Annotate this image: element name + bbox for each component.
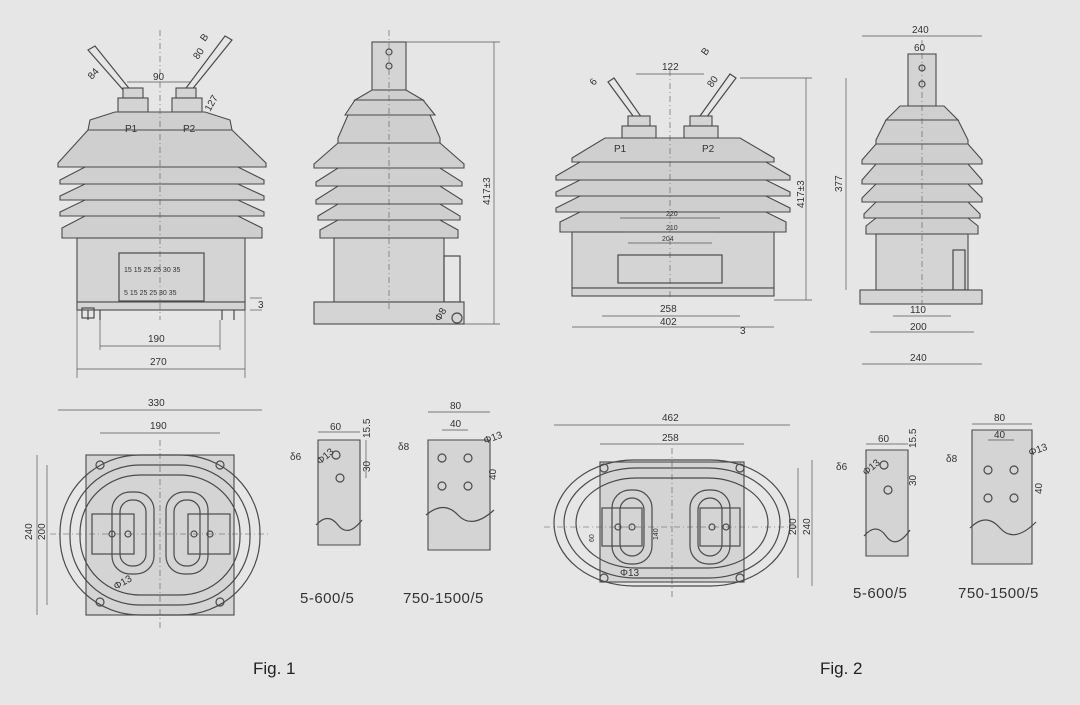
f2-dim-110: 110: [910, 305, 926, 316]
dim-3: 3: [258, 300, 264, 311]
f2-bar1-dim-60: 60: [878, 434, 890, 445]
f2-dim-200: 200: [910, 322, 927, 333]
panel-row-2: 5 15 25 25 30 35: [124, 290, 177, 297]
f2-dim-240-top: 240: [912, 25, 929, 36]
fig1-ratio-large: 750-1500/5: [403, 590, 484, 607]
fig2-bar-large: [969, 423, 1037, 565]
fig2-caption: Fig. 2: [820, 659, 863, 678]
f2-label-p2: P2: [702, 144, 715, 155]
fig2-bar-small: [863, 443, 911, 557]
fig2-ratio-small: 5-600/5: [853, 585, 908, 602]
dim-417: 417±3: [482, 177, 493, 205]
f2-dim-210: 210: [666, 225, 678, 232]
fig2-plan-view: [544, 424, 813, 600]
f2-dim-200-plan: 200: [788, 518, 799, 535]
f2-bar1-dim-d6: δ6: [836, 462, 848, 473]
f2-dim-122: 122: [662, 62, 679, 73]
f2-dim-60: 60: [914, 43, 926, 54]
dim-190: 190: [148, 334, 165, 345]
f2-label-p1: P1: [614, 144, 627, 155]
fig2-front-view: [555, 70, 812, 328]
f2-bar2-dim-40: 40: [994, 430, 1006, 441]
f2-dim-60-plan: 60: [589, 534, 596, 542]
bar1-dim-15-5: 15.5: [362, 418, 373, 438]
dim-200: 200: [37, 523, 48, 540]
bar2-dim-80: 80: [450, 401, 462, 412]
f2-bar1-dim-30: 30: [908, 474, 919, 486]
label-p1: P1: [125, 124, 138, 135]
f2-dim-417: 417±3: [796, 180, 807, 208]
bar2-dim-40b: 40: [488, 468, 499, 480]
fig1-side-view: [313, 30, 500, 325]
bar1-dim-60: 60: [330, 422, 342, 433]
f2-dim-240-bottom: 240: [910, 353, 927, 364]
fig1-ratio-small: 5-600/5: [300, 590, 355, 607]
bar2-dim-40: 40: [450, 419, 462, 430]
f2-dim-377: 377: [834, 175, 845, 192]
dim-80: 80: [191, 46, 207, 62]
dim-b: B: [198, 32, 211, 44]
dim-127: 127: [203, 93, 221, 113]
fig2-ratio-large: 750-1500/5: [958, 585, 1039, 602]
dim-90: 90: [153, 72, 165, 83]
fig2-side-view: [845, 35, 983, 365]
dim-84: 84: [86, 66, 102, 82]
dim-270: 270: [150, 357, 167, 368]
f2-dim-140: 140: [653, 528, 660, 540]
label-p2: P2: [183, 124, 196, 135]
f2-dim-80: 80: [705, 74, 721, 90]
bar1-dim-d6: δ6: [290, 452, 302, 463]
f2-dim-240-plan: 240: [802, 518, 813, 535]
dim-240: 240: [24, 523, 35, 540]
f2-bar2-dim-d8: δ8: [946, 454, 958, 465]
fig1-plan-view: [36, 409, 270, 630]
f2-dim-220: 220: [666, 211, 678, 218]
bar2-dim-d8: δ8: [398, 442, 410, 453]
fig1-bar-small: [315, 431, 367, 546]
f2-dim-258: 258: [660, 304, 677, 315]
fig1-bar-large: [425, 411, 495, 551]
f2-dim-phi13: Φ13: [620, 568, 640, 579]
f2-dim-402: 402: [660, 317, 677, 328]
fig1-front-view: [57, 30, 267, 378]
dim-330: 330: [148, 398, 165, 409]
f2-bar2-dim-80: 80: [994, 413, 1006, 424]
dim-190-plan: 190: [150, 421, 167, 432]
f2-dim-b: B: [699, 46, 712, 58]
f2-dim-258-plan: 258: [662, 433, 679, 444]
f2-dim-462: 462: [662, 413, 679, 424]
f2-bar1-dim-15-5: 15.5: [908, 428, 919, 448]
bar1-dim-30: 30: [362, 460, 373, 472]
f2-dim-3: 3: [740, 326, 746, 337]
f2-dim-204: 204: [662, 236, 674, 243]
panel-row-1: 15 15 25 25 30 35: [124, 267, 181, 274]
bar2-dim-phi13: Φ13: [482, 430, 504, 447]
f2-dim-6: 6: [588, 76, 600, 88]
f2-bar2-dim-40b: 40: [1034, 482, 1045, 494]
fig1-caption: Fig. 1: [253, 659, 296, 678]
